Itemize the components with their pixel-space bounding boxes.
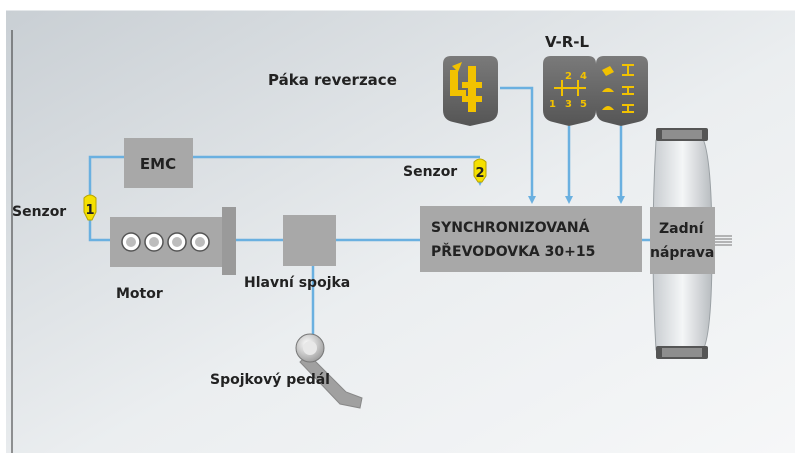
shift-digit-5: 5 — [580, 99, 587, 110]
turtle-icon-1 — [602, 88, 614, 92]
shift-digit-4: 4 — [580, 71, 587, 82]
emc-box — [124, 138, 193, 188]
sensor1-to-motor-line — [88, 216, 110, 242]
axle-shaft-icon — [715, 235, 732, 246]
sensor-1-number: 1 — [85, 203, 94, 218]
reverser-label: Páka reverzace — [268, 71, 397, 89]
turtle-icon-2 — [602, 106, 614, 110]
shift-digit-2: 2 — [565, 71, 572, 82]
clutch-pedal-icon — [295, 333, 363, 409]
range-lever-icon — [596, 56, 648, 126]
rear-axle-label-line2: náprava — [650, 245, 714, 261]
rear-axle-box — [650, 207, 715, 274]
emc-label: EMC — [140, 155, 176, 173]
motor-label: Motor — [116, 286, 163, 302]
sensor-2-number: 2 — [475, 166, 484, 181]
senzor-right-label: Senzor — [403, 164, 457, 180]
gearbox-label-line1: SYNCHRONIZOVANÁ — [431, 219, 590, 236]
arrow-reverser-gearbox — [528, 196, 536, 204]
clutch-pedal-label: Spojkový pedál — [210, 372, 330, 388]
gearbox-label-line2: PŘEVODOVKA 30+15 — [431, 243, 595, 260]
motor-block — [110, 207, 236, 275]
emc-to-sensor1-line — [88, 155, 124, 196]
rear-axle-label-line1: Zadní — [659, 221, 705, 237]
arrow-shifter-gearbox — [565, 196, 573, 204]
gear-shifter-icon: 2 4 1 3 5 — [543, 56, 596, 126]
sensor-2-marker: 2 — [473, 158, 487, 183]
sensor-1-marker: 1 — [83, 194, 97, 221]
shift-digit-1: 1 — [549, 99, 556, 110]
shift-digit-3: 3 — [565, 99, 572, 110]
arrow-range-gearbox — [617, 196, 625, 204]
vrl-label: V-R-L — [545, 33, 590, 51]
gearbox-box — [420, 206, 642, 272]
rabbit-icon — [602, 66, 614, 76]
senzor-left-label: Senzor — [12, 204, 66, 220]
reverser-to-gearbox-line — [500, 86, 534, 196]
connection-lines — [88, 86, 650, 336]
reverser-lever-icon — [443, 56, 498, 126]
main-clutch-box — [283, 215, 336, 266]
main-clutch-label: Hlavní spojka — [244, 275, 350, 291]
